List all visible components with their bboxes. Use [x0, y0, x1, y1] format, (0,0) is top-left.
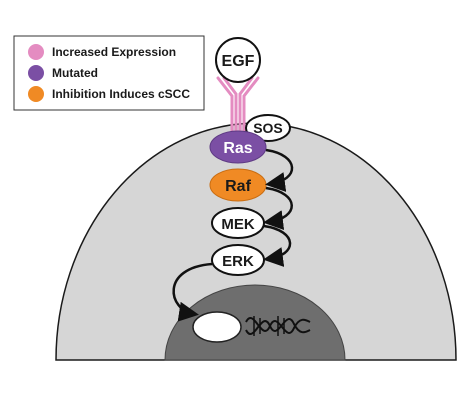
arrow-erk-to-nucleus	[172, 262, 213, 322]
nuclear-target	[192, 311, 242, 343]
egf-receptor	[216, 76, 260, 134]
arrow-mek-to-erk	[263, 224, 292, 267]
sos-node	[245, 114, 291, 142]
legend-swatch-inhibition	[28, 86, 44, 102]
ras-node	[209, 130, 267, 164]
legend-swatch-mutated	[28, 65, 44, 81]
erk-label: ERK	[222, 253, 254, 270]
legend-box	[13, 35, 205, 111]
legend: Increased Expression Mutated Inhibition …	[13, 35, 205, 111]
legend-label-inhibition: Inhibition Induces cSCC	[52, 87, 190, 101]
legend-label-mutated: Mutated	[52, 66, 98, 80]
egf-label: EGF	[222, 53, 255, 70]
ras-label: Ras	[223, 140, 252, 157]
egf-node	[215, 37, 261, 83]
dna-helix-icon	[245, 316, 311, 336]
arrow-ras-to-raf	[265, 148, 294, 192]
arrow-raf-to-mek	[263, 186, 293, 231]
legend-label-increased-expression: Increased Expression	[52, 45, 176, 59]
sos-label: SOS	[253, 120, 283, 136]
raf-label: Raf	[225, 178, 251, 195]
legend-swatch-increased-expression	[28, 44, 44, 60]
mek-label: MEK	[221, 216, 255, 233]
